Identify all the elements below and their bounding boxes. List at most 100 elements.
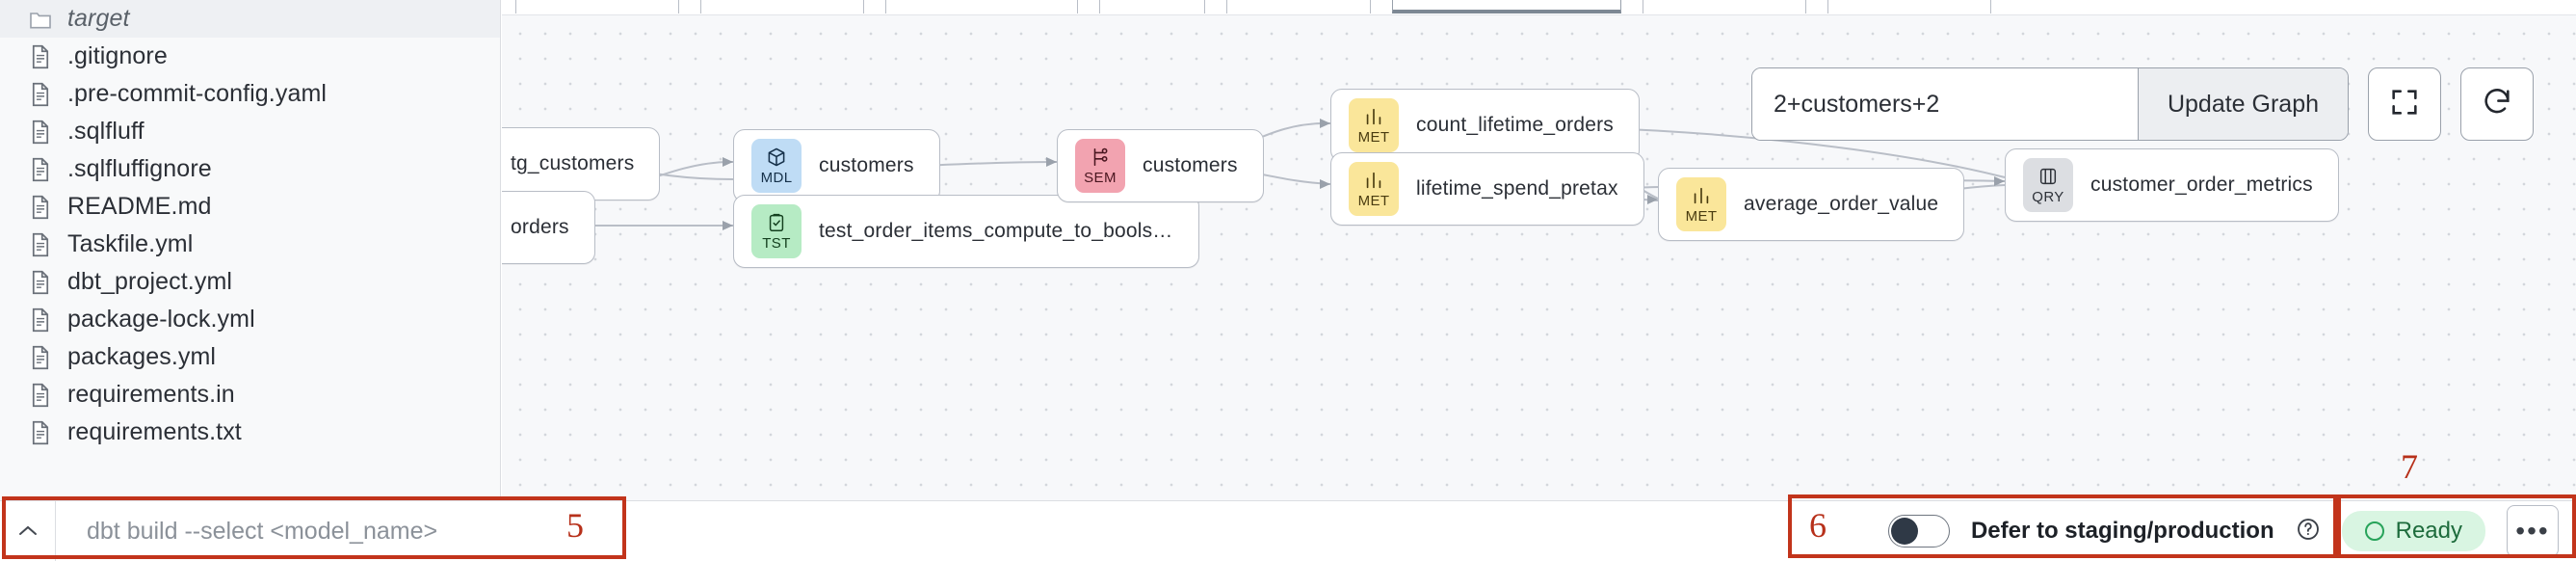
file-row[interactable]: README.md bbox=[0, 188, 500, 226]
tab-stub[interactable] bbox=[1827, 0, 1991, 13]
update-graph-button[interactable]: Update Graph bbox=[2137, 68, 2348, 140]
node-kind-label: TST bbox=[762, 235, 791, 252]
node-kind-label: MET bbox=[1685, 208, 1718, 225]
more-options-button[interactable]: ••• bbox=[2507, 505, 2559, 557]
graph-node-label: test_order_items_compute_to_bools… bbox=[819, 220, 1173, 242]
node-kind-label: MDL bbox=[760, 170, 793, 186]
node-kind-label: MET bbox=[1357, 129, 1390, 146]
file-name: target bbox=[67, 5, 130, 32]
tab-stub[interactable] bbox=[885, 0, 1078, 13]
file-list: target .gitignore .pre-commit-config.yam… bbox=[0, 0, 500, 451]
tab-stub[interactable] bbox=[1643, 0, 1806, 13]
circle-icon bbox=[2364, 521, 2384, 541]
file-name: package-lock.yml bbox=[67, 306, 255, 333]
defer-toggle[interactable] bbox=[1887, 515, 1950, 548]
command-input[interactable] bbox=[56, 501, 1888, 561]
graph-node-average_order_value[interactable]: MET average_order_value bbox=[1658, 168, 1965, 241]
question-circle-icon[interactable] bbox=[2296, 517, 2321, 547]
file-name: dbt_project.yml bbox=[67, 268, 233, 295]
file-icon bbox=[29, 383, 52, 408]
bar-chart-icon: MET bbox=[1349, 162, 1399, 216]
refresh-button[interactable] bbox=[2460, 67, 2534, 141]
tab-stub[interactable] bbox=[1226, 0, 1371, 13]
toggle-knob bbox=[1890, 518, 1918, 545]
graph-selector-input[interactable] bbox=[1751, 68, 2138, 140]
file-name: Taskfile.yml bbox=[67, 230, 194, 257]
file-row[interactable]: packages.yml bbox=[0, 338, 500, 376]
graph-node-label: customers bbox=[819, 154, 914, 176]
chevron-up-icon[interactable] bbox=[0, 501, 56, 561]
graph-node-label: orders bbox=[511, 216, 569, 238]
file-name: .sqlfluff bbox=[67, 118, 145, 145]
fullscreen-icon bbox=[2388, 86, 2421, 123]
file-icon bbox=[29, 82, 52, 107]
file-name: .gitignore bbox=[67, 42, 168, 69]
defer-label: Defer to staging/production bbox=[1970, 518, 2274, 544]
graph-toolbar: Update Graph bbox=[1750, 67, 2534, 141]
status-badge[interactable]: Ready bbox=[2341, 511, 2485, 551]
file-icon bbox=[29, 270, 52, 295]
bottom-status-bar: Defer to staging/production Ready ••• bbox=[0, 500, 2576, 561]
file-name: .sqlfluffignore bbox=[67, 155, 212, 182]
refresh-icon bbox=[2481, 86, 2513, 123]
file-row[interactable]: target bbox=[0, 0, 500, 38]
graph-node-label: customer_order_metrics bbox=[2090, 174, 2313, 196]
annotation-number-7: 7 bbox=[2401, 447, 2418, 486]
tab-stub-active[interactable] bbox=[1392, 0, 1621, 13]
file-icon bbox=[29, 345, 52, 370]
tab-stub[interactable] bbox=[1099, 0, 1205, 13]
file-row[interactable]: package-lock.yml bbox=[0, 301, 500, 338]
file-row[interactable]: requirements.in bbox=[0, 376, 500, 414]
graph-node-customer_order_metrics[interactable]: QRY customer_order_metrics bbox=[2005, 148, 2339, 222]
fullscreen-button[interactable] bbox=[2368, 67, 2441, 141]
node-kind-label: SEM bbox=[1084, 170, 1117, 186]
file-icon bbox=[29, 195, 52, 220]
file-name: packages.yml bbox=[67, 343, 217, 370]
status-label: Ready bbox=[2395, 518, 2462, 544]
file-name: README.md bbox=[67, 193, 212, 220]
folder-icon bbox=[29, 7, 52, 32]
graph-node-label: average_order_value bbox=[1744, 193, 1939, 215]
graph-node-lifetime_spend_pretax[interactable]: MET lifetime_spend_pretax bbox=[1330, 152, 1644, 226]
clipboard-check-icon: TST bbox=[751, 204, 802, 258]
file-row[interactable]: .pre-commit-config.yaml bbox=[0, 75, 500, 113]
graph-node-label: lifetime_spend_pretax bbox=[1416, 177, 1618, 200]
ellipsis-icon: ••• bbox=[2515, 516, 2550, 546]
tab-stub[interactable] bbox=[515, 0, 679, 13]
graph-node-count_lifetime_orders[interactable]: MET count_lifetime_orders bbox=[1330, 89, 1640, 162]
file-row[interactable]: requirements.txt bbox=[0, 414, 500, 451]
graph-node-stg_customers[interactable]: MDLtg_customers bbox=[502, 127, 661, 200]
file-row[interactable]: dbt_project.yml bbox=[0, 263, 500, 301]
file-icon bbox=[29, 420, 52, 445]
graph-node-test_order_items[interactable]: TST test_order_items_compute_to_bools… bbox=[733, 195, 1199, 268]
graph-node-label: tg_customers bbox=[511, 152, 635, 174]
annotation-number-5: 5 bbox=[566, 506, 584, 545]
file-row[interactable]: Taskfile.yml bbox=[0, 226, 500, 263]
graph-node-label: count_lifetime_orders bbox=[1416, 114, 1614, 136]
file-row[interactable]: .gitignore bbox=[0, 38, 500, 75]
graph-node-customers_model[interactable]: MDL customers bbox=[733, 129, 940, 202]
status-area: Defer to staging/production Ready ••• bbox=[1887, 505, 2576, 557]
node-kind-label: QRY bbox=[2032, 189, 2064, 205]
semantic-graph-icon: SEM bbox=[1075, 139, 1125, 193]
graph-node-stg_orders[interactable]: MDLorders bbox=[502, 191, 595, 264]
file-name: requirements.txt bbox=[67, 418, 242, 445]
bar-chart-icon: MET bbox=[1676, 177, 1726, 231]
file-row[interactable]: .sqlfluffignore bbox=[0, 150, 500, 188]
annotation-number-6: 6 bbox=[1809, 506, 1827, 545]
tab-stub[interactable] bbox=[700, 0, 864, 13]
node-kind-label: MET bbox=[1357, 193, 1390, 209]
file-row[interactable]: .sqlfluff bbox=[0, 113, 500, 150]
command-zone bbox=[0, 501, 1888, 561]
cube-icon: MDL bbox=[751, 139, 802, 193]
file-icon bbox=[29, 232, 52, 257]
file-icon bbox=[29, 307, 52, 333]
bar-chart-icon: MET bbox=[1349, 98, 1399, 152]
file-explorer: target .gitignore .pre-commit-config.yam… bbox=[0, 0, 501, 500]
file-icon bbox=[29, 44, 52, 69]
file-icon bbox=[29, 157, 52, 182]
